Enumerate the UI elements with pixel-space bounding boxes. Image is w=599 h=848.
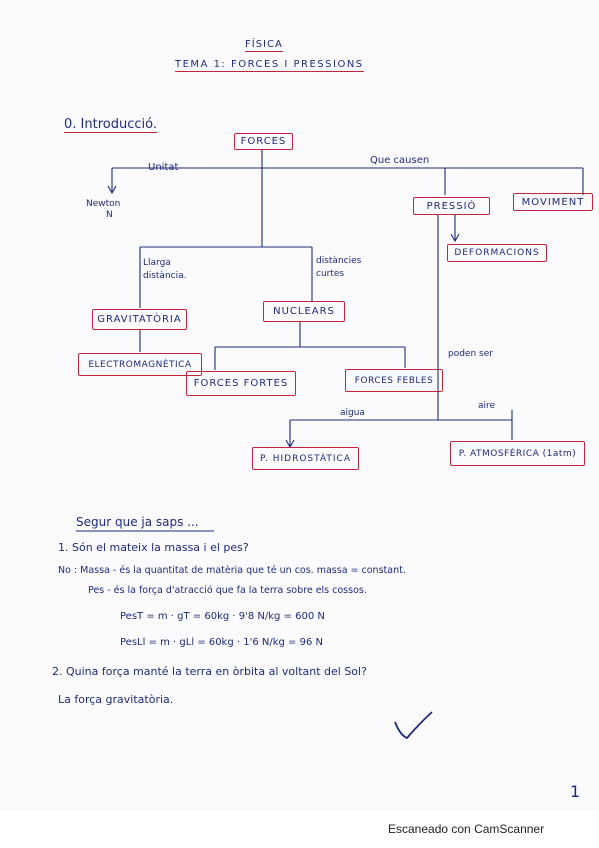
label-newton-symbol: N bbox=[106, 210, 113, 220]
page-number: 1 bbox=[570, 782, 581, 801]
node-nuclears: NUCLEARS bbox=[263, 301, 345, 322]
answer-2: La força gravitatòria. bbox=[58, 693, 174, 706]
review-title: Segur que ja saps ... bbox=[76, 515, 199, 529]
label-aigua: aigua bbox=[340, 408, 365, 418]
node-forces-fortes: FORCES FORTES bbox=[186, 371, 296, 396]
paper-sheet: FÍSICA TEMA 1: FORCES I PRESSIONS 0. Int… bbox=[52, 39, 593, 801]
equation-earth-weight: PesT = m · gT = 60kg · 9'8 N/kg = 600 N bbox=[120, 611, 325, 622]
node-gravitatoria: GRAVITATÒRIA bbox=[92, 309, 187, 330]
label-llarga-distancia: Llarga distància. bbox=[143, 258, 187, 281]
question-1: 1. Són el mateix la massa i el pes? bbox=[58, 541, 249, 554]
label-que-causen: Que causen bbox=[370, 155, 430, 166]
equation-moon-weight: PesLl = m · gLl = 60kg · 1'6 N/kg = 96 N bbox=[120, 637, 323, 648]
scanner-footer: Escaneado con CamScanner bbox=[388, 822, 545, 836]
node-forces-febles: FORCES FEBLES bbox=[345, 369, 443, 392]
question-2: 2. Quina força manté la terra en òrbita … bbox=[52, 665, 367, 678]
answer-1-pes: Pes - és la força d'atracció que fa la t… bbox=[88, 585, 367, 596]
node-deformacions: DEFORMACIONS bbox=[447, 244, 547, 262]
label-unitat: Unitat bbox=[148, 162, 179, 173]
label-aire: aire bbox=[478, 401, 496, 411]
label-distancies-curtes: distàncies curtes bbox=[316, 256, 362, 279]
node-pressio: PRESSIÓ bbox=[413, 197, 490, 215]
section-title: 0. Introducció. bbox=[64, 117, 157, 133]
label-poden-ser: poden ser bbox=[448, 349, 493, 359]
label-newton: Newton bbox=[86, 199, 121, 209]
topic-heading: TEMA 1: FORCES I PRESSIONS bbox=[175, 59, 364, 72]
node-moviment: MOVIMENT bbox=[513, 193, 593, 211]
answer-1-intro: No : Massa - és la quantitat de matèria … bbox=[58, 565, 406, 576]
diagram-connectors bbox=[76, 150, 584, 740]
subject-heading: FÍSICA bbox=[245, 39, 283, 52]
node-electromagnetica: ELECTROMAGNÈTICA bbox=[78, 353, 202, 376]
node-forces: FORCES bbox=[234, 133, 293, 150]
node-atmosferica: P. ATMOSFÈRICA (1atm) bbox=[450, 441, 585, 466]
node-hidrostatica: P. HIDROSTÀTICA bbox=[252, 447, 359, 470]
